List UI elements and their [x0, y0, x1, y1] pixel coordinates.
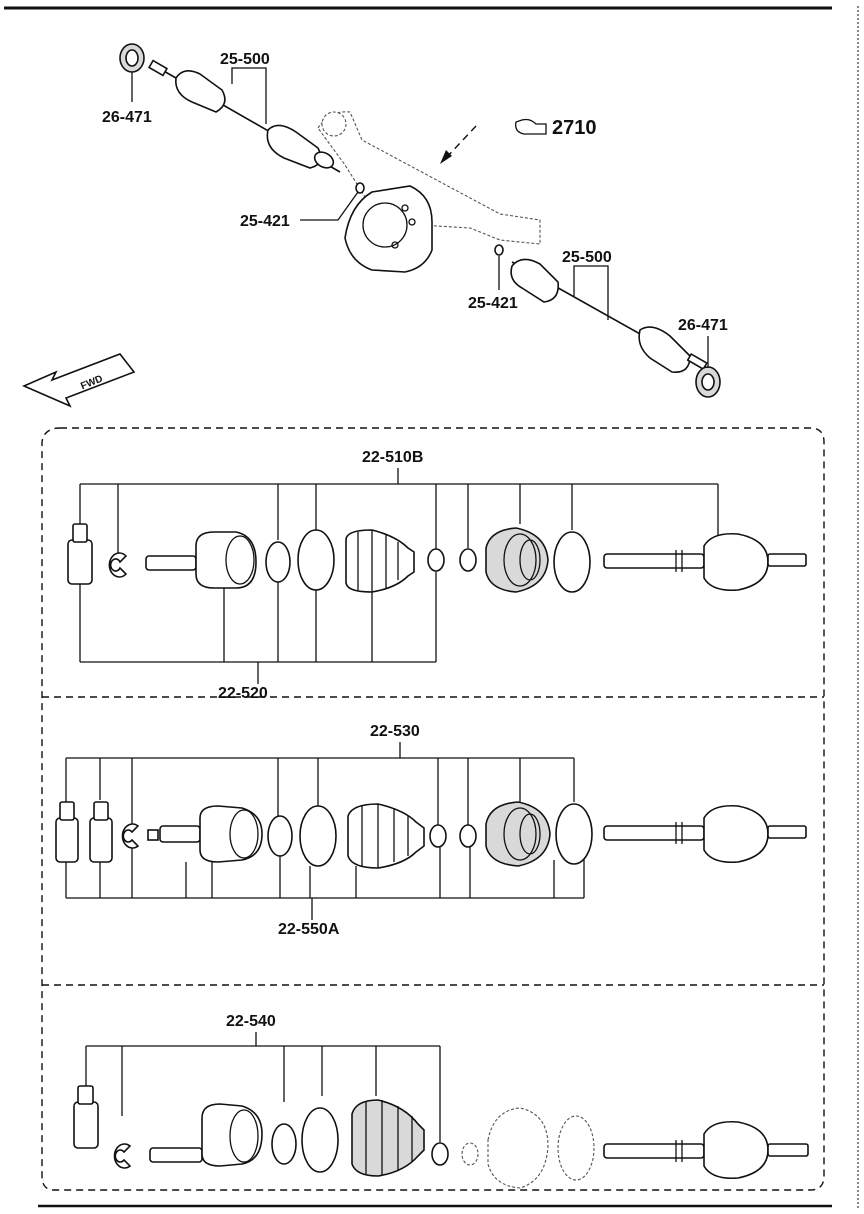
- label-shaft-right: 25-500: [562, 249, 612, 266]
- grease-tube: [55, 817, 79, 863]
- boot-band-outer: [555, 803, 593, 865]
- outer-boot: [485, 801, 551, 867]
- boot-clamp: [431, 1142, 449, 1166]
- snap-ring: [113, 1143, 132, 1169]
- snap-ring: [108, 552, 128, 578]
- grease-tube: [73, 1101, 99, 1149]
- bolt: [401, 204, 409, 212]
- crossmember-bushing: [321, 111, 347, 137]
- bolt: [408, 218, 416, 226]
- fwd-arrow-icon: FWD: [21, 353, 136, 408]
- shaft-right-bracket: [573, 265, 609, 320]
- boot-clamp: [429, 824, 447, 848]
- oil-seal-right-inner: [701, 373, 715, 391]
- label-shaft-left: 25-500: [220, 51, 270, 68]
- label-22-540: 22-540: [226, 1013, 276, 1030]
- label-22-510b: 22-510B: [362, 449, 423, 466]
- label-22-530: 22-530: [370, 723, 420, 740]
- kit-22-530: 22-530 22-550A: [55, 723, 807, 938]
- label-seal-left: 26-471: [102, 109, 152, 126]
- left-driveshaft: [147, 59, 341, 173]
- top-assembly: 26-471 25-500 25-421 25-421 25-500 26-47…: [102, 43, 728, 398]
- shaft-left-bracket: [231, 67, 267, 124]
- oil-seal-left-inner: [125, 49, 139, 67]
- right-driveshaft: [510, 258, 708, 373]
- outer-joint: [703, 1120, 769, 1180]
- label-22-520: 22-520: [218, 685, 268, 702]
- boot-band-outer-ghost: [557, 1115, 595, 1181]
- boot-clamp: [427, 548, 445, 572]
- label-clip-left: 25-421: [240, 213, 290, 230]
- clip-left-leader: [300, 191, 359, 221]
- boot-band-large: [301, 1107, 339, 1173]
- inner-boot: [345, 529, 415, 593]
- grease-tube: [67, 539, 93, 585]
- boot-band-large: [299, 805, 337, 867]
- outer-joint: [703, 804, 769, 864]
- boot-clamp-ghost: [461, 1142, 479, 1166]
- differential-housing: [344, 185, 433, 273]
- inner-joint: [199, 805, 263, 863]
- outer-boot: [485, 527, 549, 593]
- kit-panel-outline: [41, 427, 825, 1191]
- boot-clamp: [459, 548, 477, 572]
- outer-joint: [703, 532, 769, 592]
- boot-band-large: [297, 529, 335, 591]
- ref-arrowhead: [440, 150, 452, 164]
- label-seal-right: 26-471: [678, 317, 728, 334]
- inner-boot: [351, 1099, 425, 1177]
- label-clip-right: 25-421: [468, 295, 518, 312]
- outer-boot-ghost: [487, 1107, 549, 1189]
- label-22-550a: 22-550A: [278, 921, 340, 938]
- hand-pointer-icon: [515, 118, 547, 135]
- snap-ring: [121, 823, 140, 849]
- boot-band: [265, 541, 291, 583]
- kit-22-540: 22-540: [73, 1013, 809, 1189]
- ref-arrow-dashed: [445, 125, 477, 159]
- boot-band-outer: [553, 531, 591, 593]
- clip-right: [494, 244, 504, 256]
- inner-boot: [347, 803, 425, 869]
- boot-band: [267, 815, 293, 857]
- clip-left: [355, 182, 365, 194]
- boot-clamp: [459, 824, 477, 848]
- boot-band: [271, 1123, 297, 1165]
- inner-joint: [201, 1103, 263, 1167]
- bolt: [391, 241, 399, 249]
- grease-tube: [89, 817, 113, 863]
- ref-2710: 2710: [552, 117, 597, 139]
- differential-cover: [362, 202, 408, 248]
- kit-22-510b: 22-510B 22-520: [67, 449, 807, 702]
